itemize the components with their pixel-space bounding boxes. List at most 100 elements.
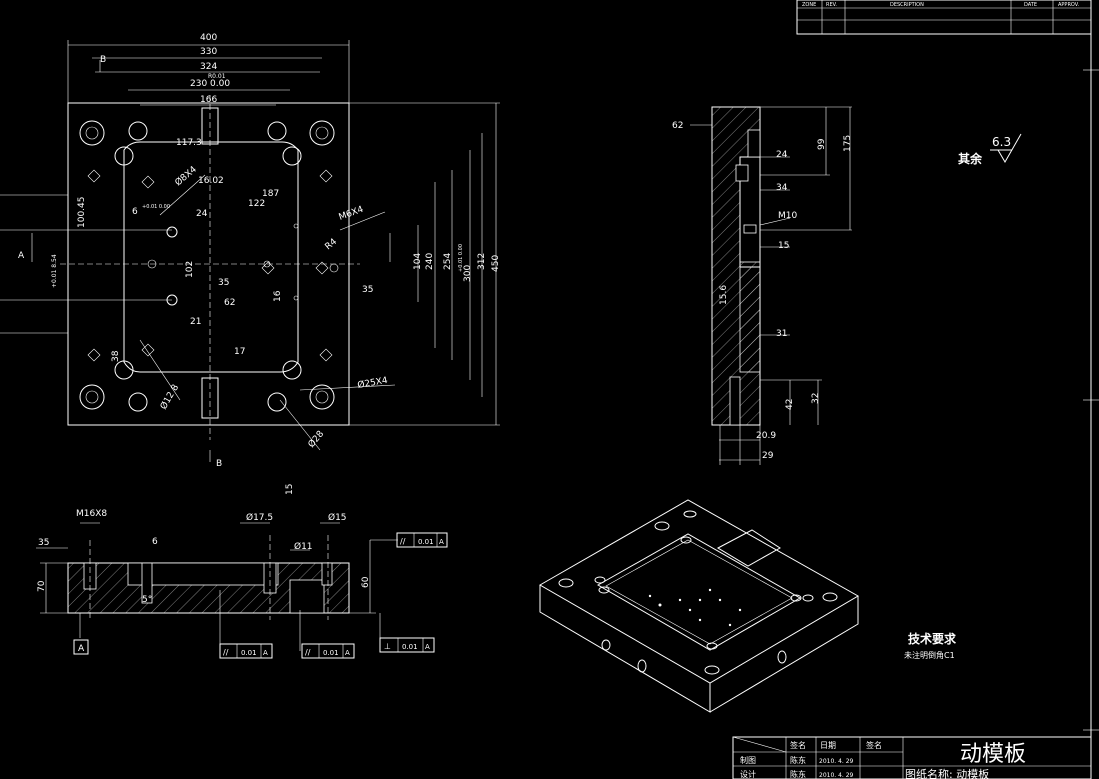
sec-dim-70: 70 — [37, 580, 47, 592]
dim-phi25x4: Ø25X4 — [357, 375, 389, 391]
dim-254: 254 — [443, 253, 453, 270]
section-b-bottom: B — [216, 459, 222, 469]
tolerance-frame-2: // 0.01 A — [219, 643, 273, 659]
revision-table: ZONE REV. DESCRIPTION DATE APPROV. — [796, 0, 1092, 35]
dim-16-02: 16.02 — [198, 176, 224, 186]
roughness-note: 6.3 其余 — [958, 133, 1022, 166]
sec-dim-60: 60 — [361, 576, 371, 588]
title-col-sign2: 签名 — [866, 740, 882, 750]
svg-text://: // — [223, 648, 229, 657]
rev-col-date: DATE — [1024, 2, 1037, 8]
corner-holes — [79, 120, 335, 412]
title-drawing-name: 图纸名称: 动模板 — [905, 767, 989, 779]
roughness-label: 其余 — [958, 151, 983, 166]
tolerance-frame-3: // 0.01 A — [301, 643, 355, 659]
dim-330: 330 — [200, 47, 217, 57]
sec-dim-15: 15 — [285, 484, 295, 495]
dim-24: 24 — [196, 209, 208, 219]
dim-35-right: 35 — [362, 285, 373, 295]
tolerance-frame-4: ⊥ 0.01 A — [379, 637, 435, 653]
dim-166: 166 — [200, 95, 217, 105]
dim-r001: R0.01 — [208, 73, 226, 80]
side-dim-175: 175 — [843, 135, 853, 152]
side-dim-29: 29 — [762, 451, 774, 461]
svg-text://: // — [305, 648, 311, 657]
title-block: 签名 日期 签名 制图 陈东 2010. 4. 29 设计 陈东 2010. 4… — [732, 736, 1092, 779]
dim-450: 450 — [491, 255, 501, 272]
svg-text:A: A — [345, 649, 350, 657]
dim-tol-top: +0.01 0.00 — [142, 204, 170, 210]
side-dim-31: 31 — [776, 329, 787, 339]
tech-requirements: 技术要求 未注明倒角C1 — [904, 631, 957, 660]
dim-35-left: 35 — [218, 278, 229, 288]
side-dim-99: 99 — [817, 138, 827, 150]
svg-text:A: A — [439, 538, 444, 546]
title-col-sign: 签名 — [790, 740, 806, 750]
dim-8-54: +0.01 8.54 — [51, 254, 58, 288]
side-dim-32: 32 — [811, 393, 821, 404]
dim-400: 400 — [200, 33, 217, 43]
dim-312: 312 — [477, 253, 487, 270]
side-dim-15: 15 — [778, 241, 789, 251]
tech-req-note: 未注明倒角C1 — [904, 650, 955, 660]
dim-324: 324 — [200, 62, 217, 72]
svg-text:A: A — [425, 643, 430, 651]
rev-col-description: DESCRIPTION — [890, 2, 924, 8]
top-view: 400 330 324 B R0.01 230 0.00 166 117.3 Ø… — [0, 33, 501, 469]
title-row2-name: 陈东 — [790, 769, 806, 779]
dim-r4: R4 — [324, 237, 340, 253]
section-a-left: A — [18, 251, 25, 261]
dim-240: 240 — [425, 253, 435, 270]
dim-122: 122 — [248, 199, 265, 209]
sec-dim-phi15: Ø15 — [328, 512, 347, 523]
svg-text:0.01: 0.01 — [418, 538, 434, 546]
dim-102: 102 — [185, 261, 195, 278]
side-dim-15-6: 15.6 — [719, 285, 729, 305]
svg-text://: // — [400, 537, 406, 546]
side-dim-m10: M10 — [778, 211, 797, 221]
dim-tol-300: +0.01 0.00 — [458, 244, 464, 272]
side-dim-62: 62 — [672, 121, 683, 131]
side-dim-20-9: 20.9 — [756, 431, 776, 441]
dim-300: 300 — [463, 265, 473, 282]
rev-col-approved: APPROV. — [1058, 2, 1080, 8]
title-row1-name: 陈东 — [790, 755, 806, 765]
rev-col-zone: ZONE — [802, 2, 816, 8]
svg-text:0.01: 0.01 — [323, 649, 339, 657]
svg-text:⊥: ⊥ — [384, 642, 391, 651]
dim-100-45: 100.45 — [77, 197, 87, 229]
title-part-name: 动模板 — [960, 742, 1026, 767]
title-col-date: 日期 — [820, 741, 836, 750]
side-view: 62 24 99 175 34 M10 15 15.6 31 42 32 20.… — [672, 106, 853, 465]
dim-117-3: 117.3 — [176, 138, 202, 148]
sec-dim-5deg: 5° — [142, 595, 152, 605]
svg-text:0.01: 0.01 — [241, 649, 257, 657]
dim-16: 16 — [273, 290, 283, 302]
dim-187: 187 — [262, 189, 279, 199]
title-row2-date: 2010. 4. 29 — [819, 772, 854, 779]
sec-dim-m16x8: M16X8 — [76, 509, 107, 519]
section-view: M16X8 35 6 70 5° Ø17.5 15 Ø15 Ø11 60 A /… — [36, 484, 448, 659]
sec-dim-phi11: Ø11 — [294, 541, 313, 552]
drawing-frame — [1083, 0, 1099, 779]
dim-6: 6 — [132, 207, 138, 217]
datum-a-label: A — [78, 644, 85, 654]
section-b-top: B — [100, 55, 106, 65]
pocket-outline — [123, 141, 299, 373]
dim-21: 21 — [190, 317, 201, 327]
rev-col-rev: REV. — [826, 2, 837, 8]
dim-230: 230 0.00 — [190, 79, 230, 89]
roughness-value: 6.3 — [992, 135, 1011, 149]
side-dim-24: 24 — [776, 150, 788, 160]
sec-dim-6: 6 — [152, 537, 158, 547]
side-dim-34: 34 — [776, 183, 788, 193]
sec-dim-phi17-5: Ø17.5 — [246, 512, 273, 523]
isometric-view — [538, 499, 860, 713]
title-row2-label: 设计 — [740, 769, 756, 779]
side-dim-42: 42 — [785, 399, 795, 410]
dim-phi28: Ø28 — [306, 428, 327, 449]
title-row1-date: 2010. 4. 29 — [819, 758, 854, 765]
tolerance-frame-1: // 0.01 A — [396, 532, 448, 548]
tech-req-title: 技术要求 — [908, 631, 957, 646]
